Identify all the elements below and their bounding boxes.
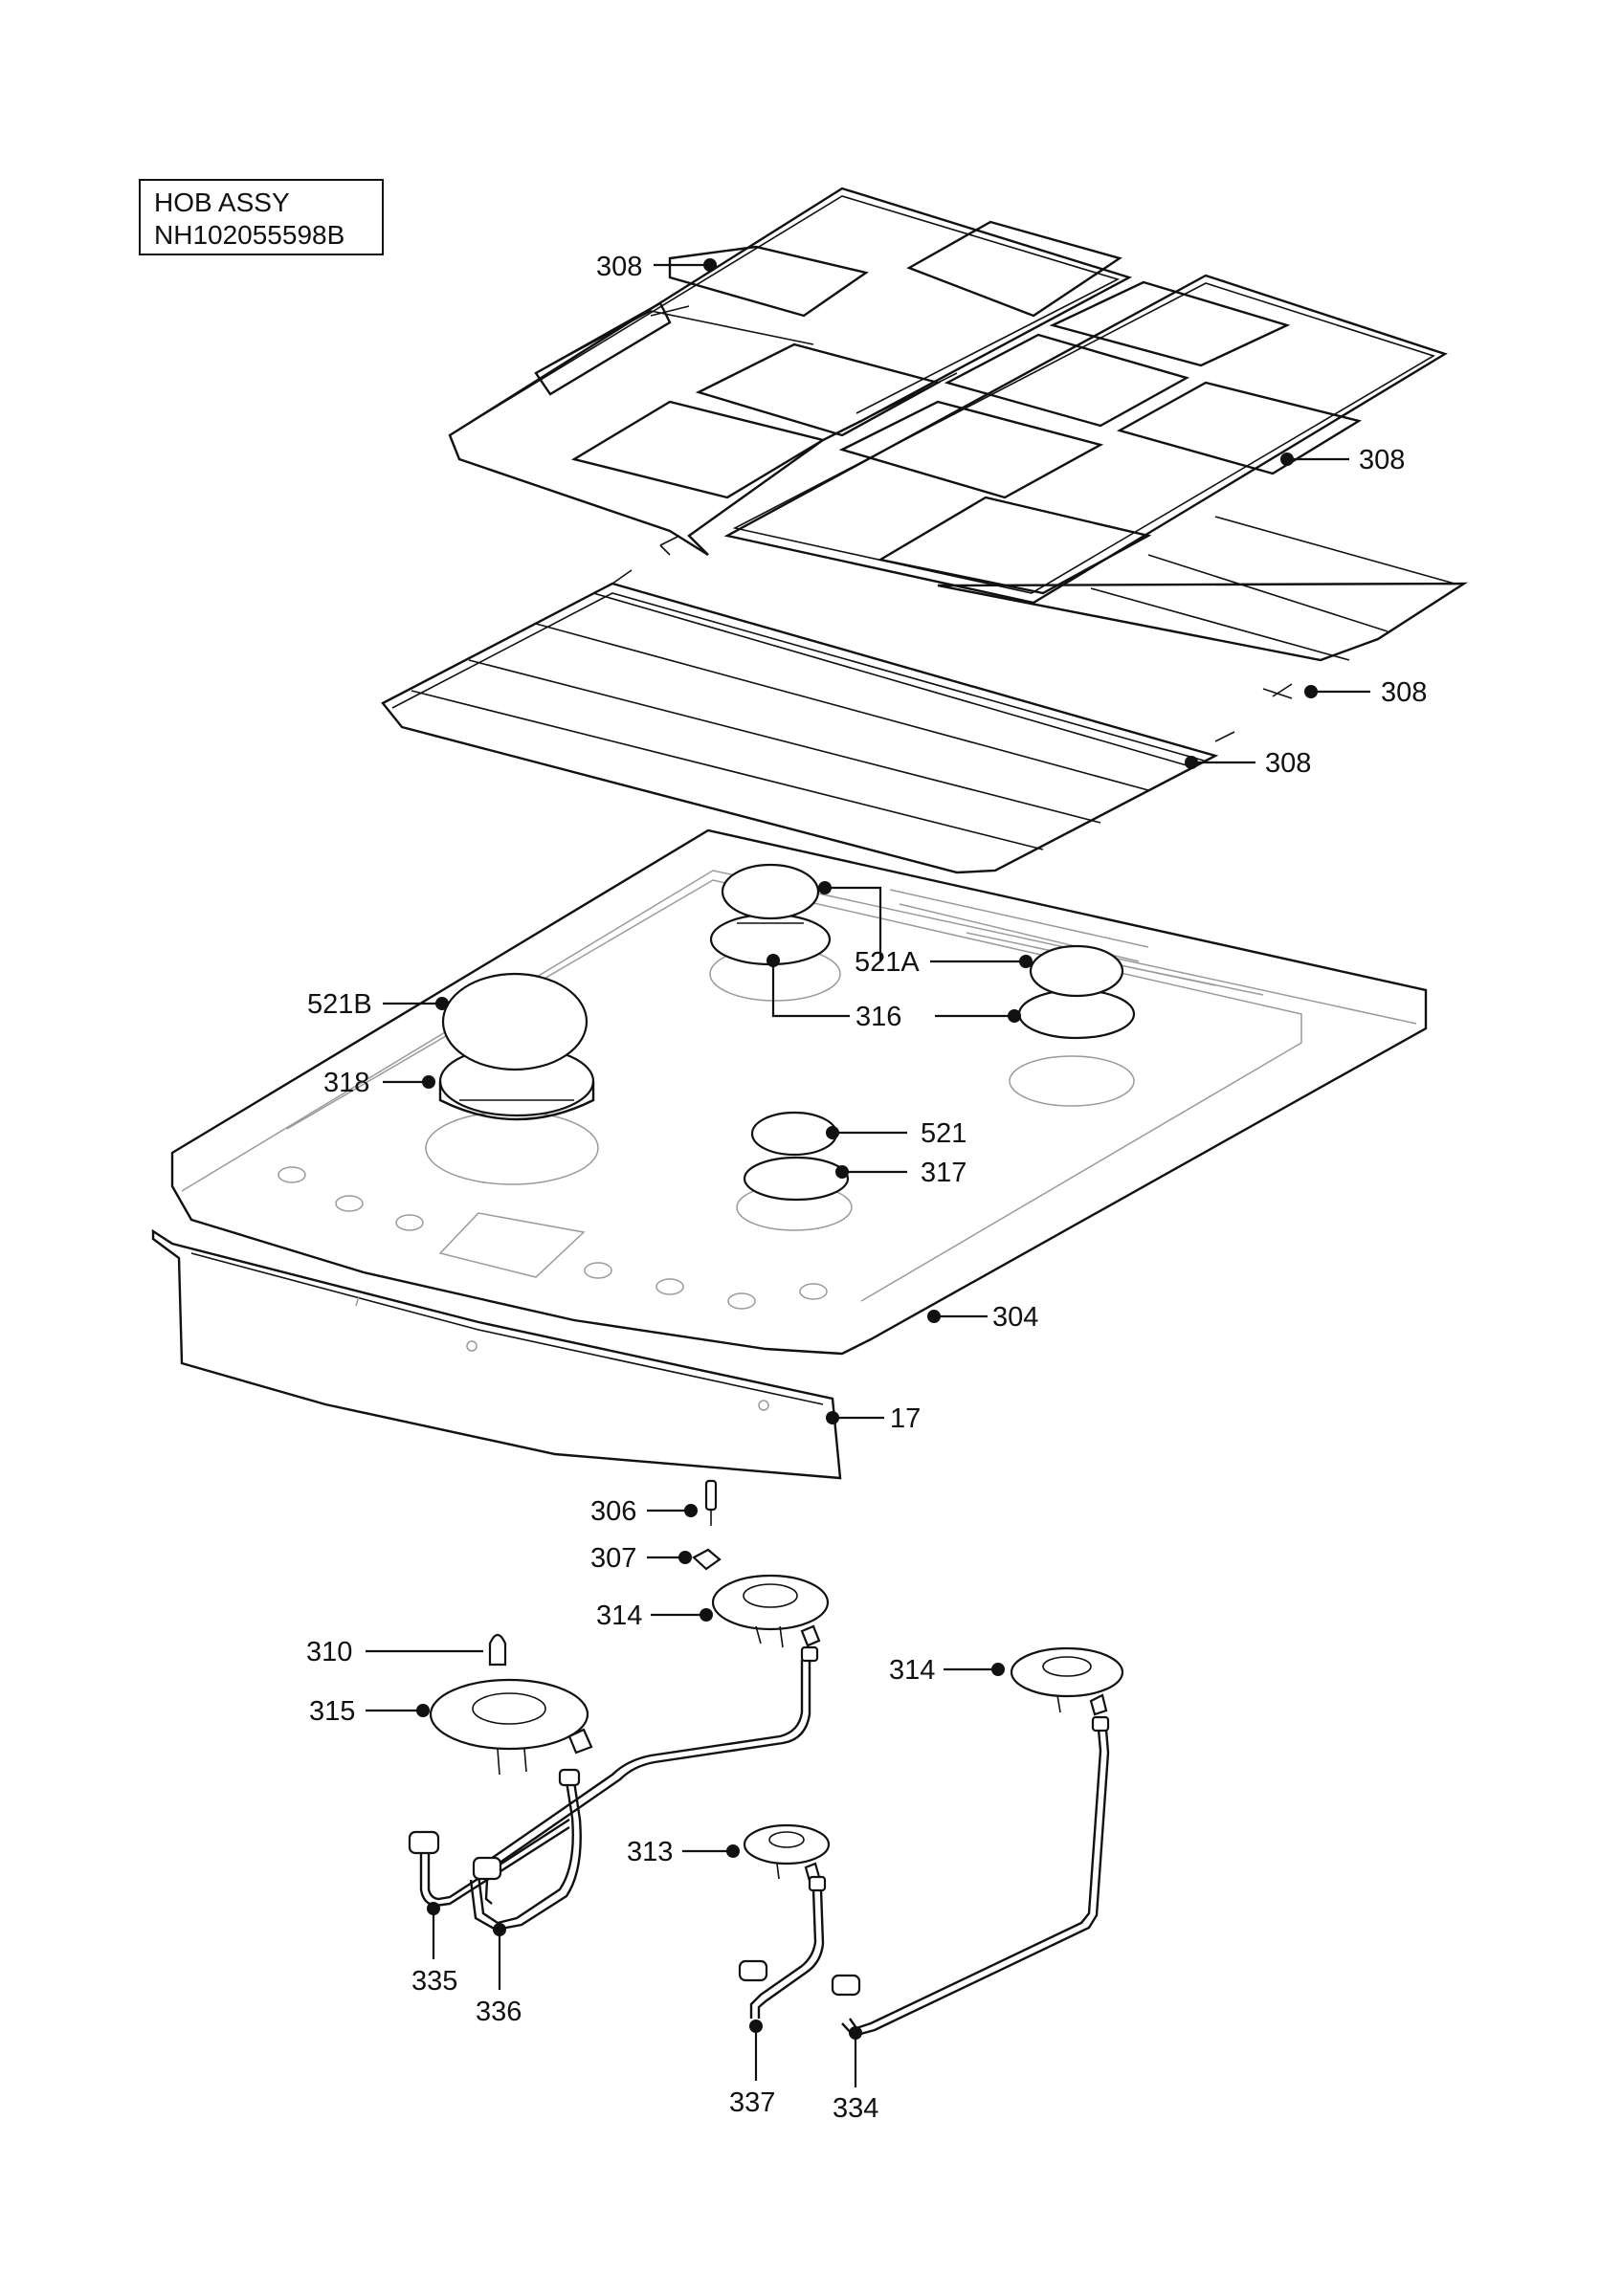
callout-308-right-grid: 308 bbox=[1359, 445, 1405, 475]
burner-large-left bbox=[438, 972, 595, 1121]
callout-307: 307 bbox=[590, 1543, 636, 1574]
callout-315: 315 bbox=[309, 1696, 355, 1727]
callout-310: 310 bbox=[306, 1637, 352, 1667]
callout-334: 334 bbox=[833, 2093, 878, 2124]
front-control-panel-trim bbox=[151, 1228, 842, 1480]
callout-336: 336 bbox=[476, 1997, 522, 2027]
callout-313: 313 bbox=[627, 1837, 673, 1867]
callout-306: 306 bbox=[590, 1496, 636, 1527]
ignition-electrode bbox=[704, 1479, 718, 1526]
callout-304: 304 bbox=[992, 1302, 1038, 1333]
callout-308-top-grid: 308 bbox=[596, 252, 642, 282]
callout-521: 521 bbox=[921, 1118, 967, 1149]
burner-rear-right bbox=[1017, 944, 1136, 1040]
callout-314-right: 314 bbox=[889, 1655, 935, 1686]
assembly-name: HOB ASSY bbox=[154, 188, 290, 217]
burner-body-large-left bbox=[429, 1678, 593, 1776]
thermocouple bbox=[488, 1633, 507, 1667]
callout-316: 316 bbox=[855, 1002, 901, 1032]
callout-308-front-support: 308 bbox=[1265, 748, 1311, 779]
callout-337: 337 bbox=[729, 2087, 775, 2118]
burner-body-rear-centre bbox=[711, 1574, 830, 1648]
callout-17: 17 bbox=[890, 1403, 921, 1434]
callout-314-centre: 314 bbox=[596, 1601, 642, 1631]
callout-308-rear-support: 308 bbox=[1381, 677, 1427, 708]
callout-318: 318 bbox=[323, 1068, 369, 1098]
callout-521A: 521A bbox=[855, 947, 920, 978]
callout-317: 317 bbox=[921, 1158, 967, 1188]
assembly-title-box: HOB ASSY NH102055598B bbox=[139, 179, 384, 255]
assembly-part-number: NH102055598B bbox=[154, 220, 345, 250]
callout-labels: 308 308 308 308 521A 521B 316 318 521 31… bbox=[306, 252, 1427, 2124]
burner-front-centre bbox=[743, 1111, 850, 1202]
burner-rear-centre bbox=[709, 863, 832, 966]
callout-leaders bbox=[366, 258, 1370, 2087]
electrode-clip bbox=[692, 1548, 722, 1571]
pan-support-grid bbox=[448, 187, 1448, 605]
callout-335: 335 bbox=[411, 1966, 457, 1997]
gas-pipes bbox=[408, 1645, 1110, 2038]
pan-support-slatted bbox=[381, 516, 1469, 874]
burner-body-rear-right bbox=[1010, 1646, 1124, 1716]
callout-521B: 521B bbox=[307, 989, 372, 1020]
hob-top-panel bbox=[170, 828, 1428, 1356]
burner-body-front-centre bbox=[743, 1823, 831, 1883]
